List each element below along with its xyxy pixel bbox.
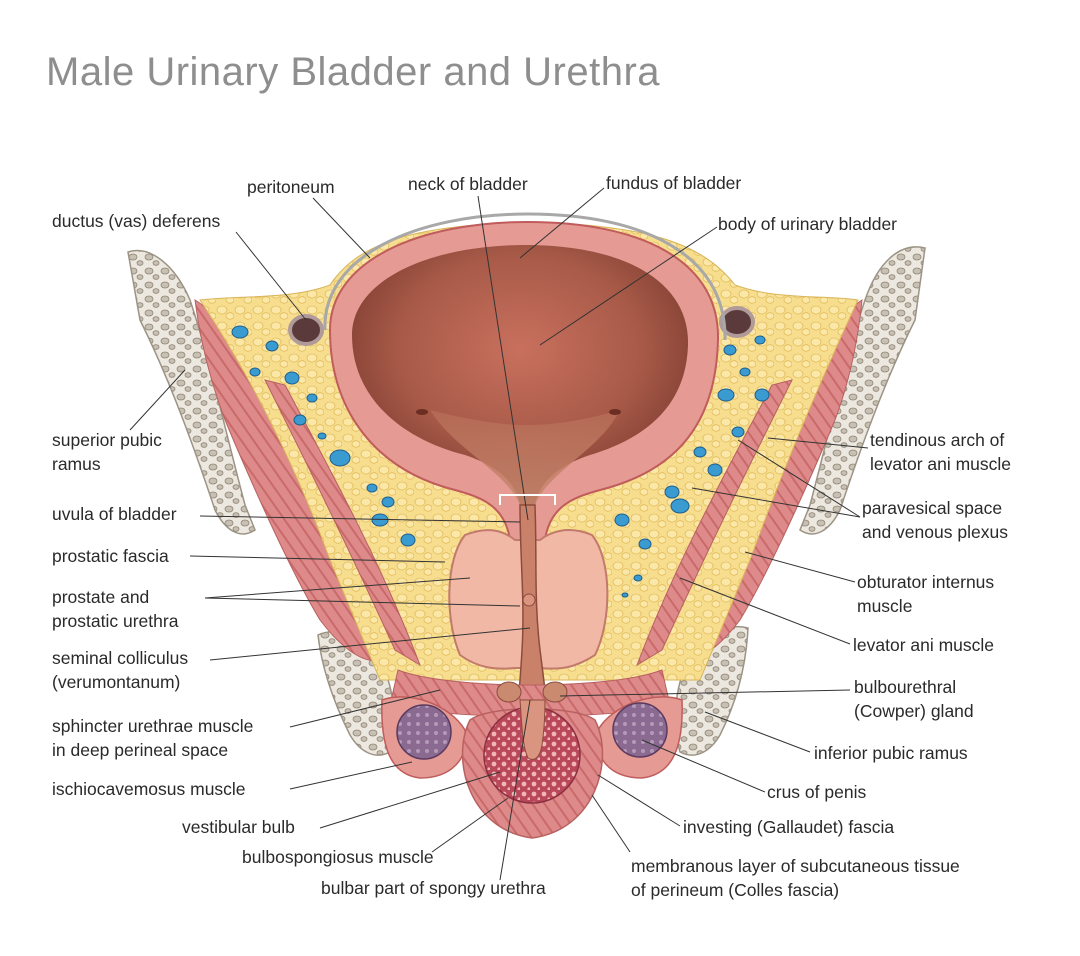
left-ductus-deferens [288, 314, 324, 346]
left-bulbourethral-gland [496, 681, 522, 703]
label-bulbar-urethra: bulbar part of spongy urethra [321, 878, 546, 898]
left-crus-of-penis [396, 704, 452, 760]
label-peritoneum: peritoneum [247, 177, 335, 197]
label-crus-of-penis: crus of penis [767, 782, 867, 802]
label-levator-ani: levator ani muscle [853, 635, 995, 655]
label-prostate: prostate and prostatic urethra [52, 587, 179, 631]
label-body-of-urinary-bladder: body of urinary bladder [718, 214, 897, 234]
page-title: Male Urinary Bladder and Urethra [46, 50, 661, 94]
label-paravesical-space: paravesical space and venous plexus [862, 498, 1008, 542]
label-neck-of-bladder: neck of bladder [408, 174, 528, 194]
bladder-neck [430, 410, 620, 505]
leader-lines [129, 187, 869, 881]
venous-plexus [231, 325, 770, 598]
label-vestibular-bulb: vestibular bulb [182, 817, 295, 837]
label-bulbospongiosus: bulbospongiosus muscle [242, 847, 434, 867]
label-obturator-internus: obturator internus muscle [857, 572, 995, 616]
label-uvula-of-bladder: uvula of bladder [52, 504, 177, 524]
label-seminal-colliculus: seminal colliculus (verumontanum) [52, 648, 189, 692]
right-levator-ani [636, 379, 793, 667]
label-membranous-layer: membranous layer of subcutaneous tissue … [631, 856, 960, 900]
left-levator-ani [264, 379, 421, 667]
right-bulbourethral-gland [542, 681, 568, 703]
label-prostatic-fascia: prostatic fascia [52, 546, 169, 566]
right-crus-of-penis [612, 702, 668, 758]
label-fundus-of-bladder: fundus of bladder [606, 173, 742, 193]
bladder-lumen [352, 245, 689, 505]
label-tendinous-arch: tendinous arch of levator ani muscle [870, 430, 1012, 474]
label-inferior-pubic-ramus: inferior pubic ramus [814, 743, 968, 763]
right-superior-pubic-ramus [799, 246, 926, 535]
peritoneum-line [323, 212, 727, 341]
label-sphincter-urethrae: sphincter urethrae muscle in deep perine… [52, 716, 254, 760]
label-bulbourethral-gland: bulbourethral (Cowper) gland [854, 677, 974, 721]
label-investing-fascia: investing (Gallaudet) fascia [683, 817, 895, 837]
seminal-colliculus [522, 593, 536, 607]
left-superior-pubic-ramus [127, 249, 256, 535]
label-ischiocavernosus: ischiocavemosus muscle [52, 779, 246, 799]
right-ductus-deferens [719, 306, 755, 338]
label-superior-pubic-ramus: superior pubic ramus [52, 430, 162, 474]
label-ductus-deferens: ductus (vas) deferens [52, 211, 221, 231]
